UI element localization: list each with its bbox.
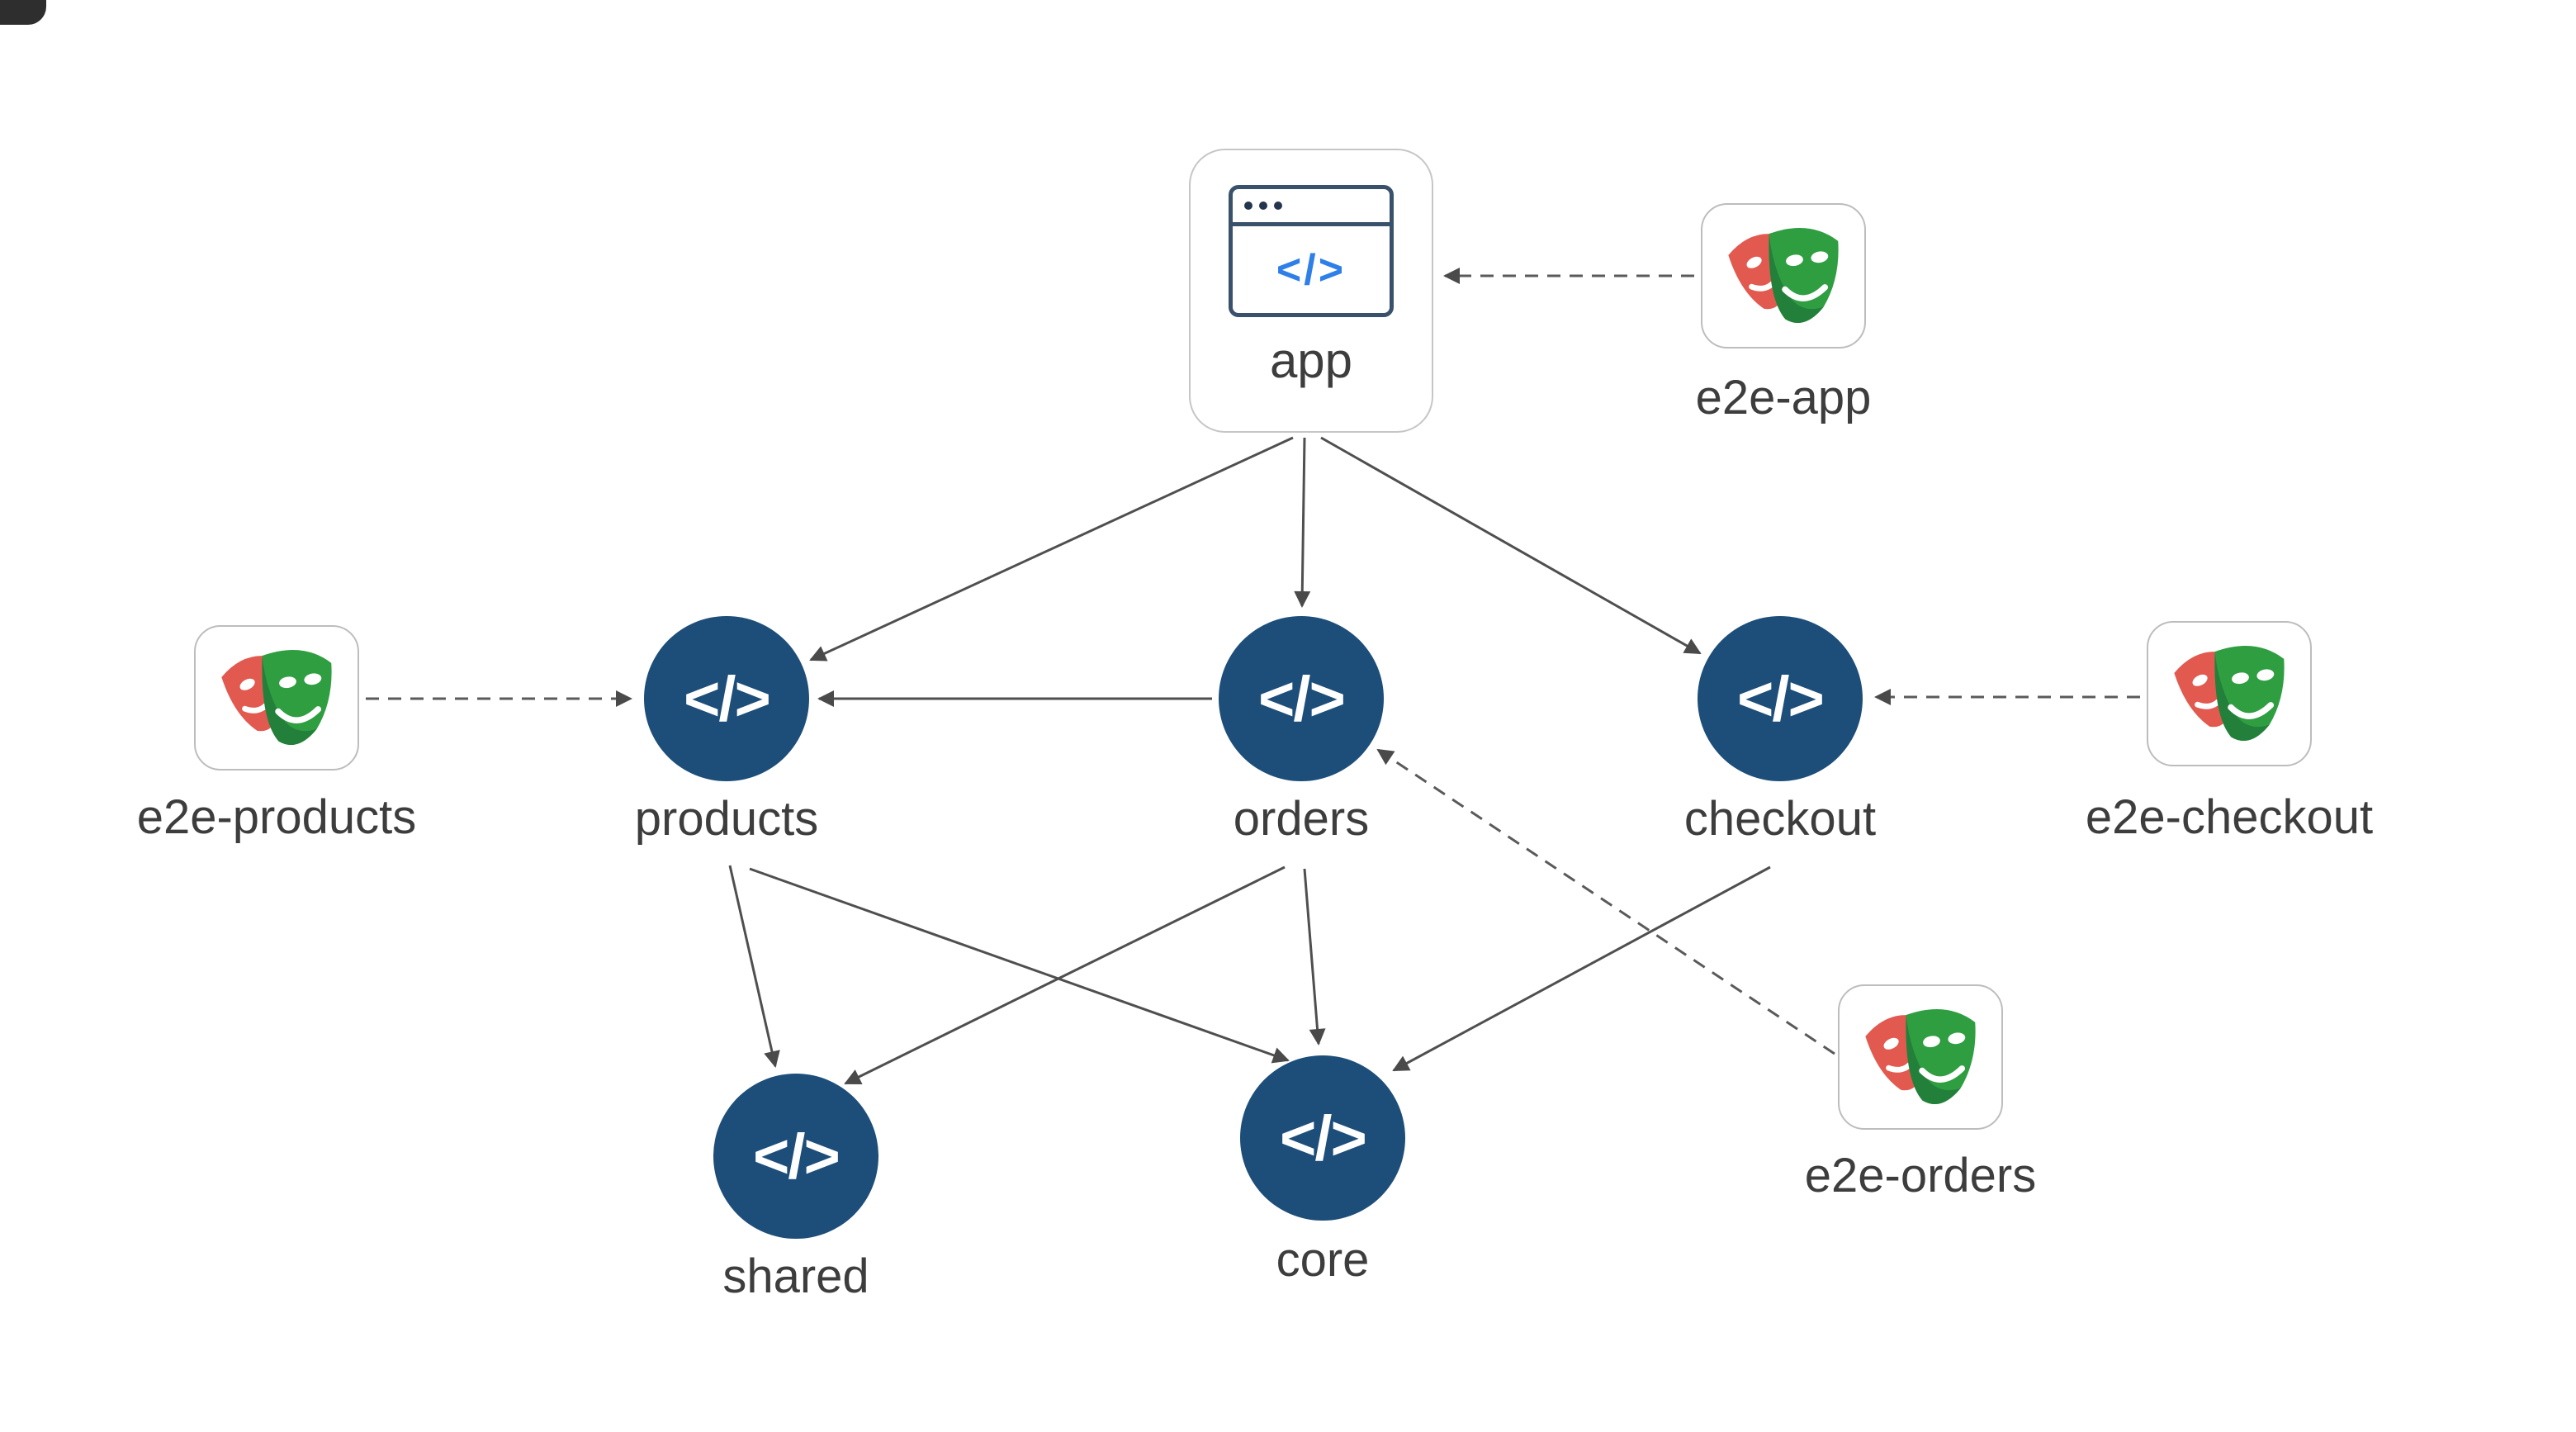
browser-dot-icon: [1244, 202, 1252, 210]
node-e2e-checkout[interactable]: [2147, 621, 2312, 766]
browser-window-icon: </>: [1229, 185, 1394, 317]
edge-orders-to-shared: [844, 865, 1286, 1085]
node-e2e-products-label: e2e-products: [136, 790, 417, 844]
node-shared-label: shared: [722, 1249, 869, 1303]
edge-app-to-products: [809, 436, 1294, 661]
node-products[interactable]: </>: [644, 616, 809, 781]
browser-toolbar: [1233, 189, 1390, 226]
code-icon: </>: [1258, 663, 1346, 734]
code-icon: </>: [1737, 663, 1825, 734]
playwright-masks-icon: [221, 649, 332, 745]
code-icon: </>: [1280, 1102, 1367, 1174]
node-e2e-products[interactable]: [194, 625, 359, 771]
node-shared[interactable]: </>: [713, 1074, 878, 1239]
playwright-masks-icon: [2174, 645, 2285, 741]
screen-corner-artifact: [0, 0, 46, 25]
edge-e2e-orders-to-orders: [1376, 748, 1835, 1055]
edge-checkout-to-core: [1392, 865, 1771, 1072]
edge-orders-to-core: [1303, 868, 1326, 1046]
node-app[interactable]: </> app: [1189, 149, 1433, 433]
node-e2e-orders[interactable]: [1838, 984, 2003, 1130]
playwright-masks-icon: [1865, 1008, 1976, 1104]
node-core-label: core: [1276, 1233, 1370, 1287]
code-icon: </>: [753, 1121, 841, 1192]
node-orders[interactable]: </>: [1219, 616, 1384, 781]
edge-app-to-orders: [1294, 437, 1311, 608]
edge-products-to-core: [749, 867, 1290, 1064]
node-checkout-label: checkout: [1683, 792, 1877, 846]
node-products-label: products: [634, 792, 819, 846]
edge-products-to-shared: [728, 865, 780, 1068]
browser-content: </>: [1233, 226, 1390, 313]
browser-dot-icon: [1259, 202, 1267, 210]
node-e2e-app-label: e2e-app: [1695, 371, 1872, 424]
code-icon: </>: [684, 663, 771, 734]
browser-dot-icon: [1274, 202, 1282, 210]
node-e2e-orders-label: e2e-orders: [1804, 1149, 2037, 1202]
edge-app-to-checkout: [1320, 436, 1702, 655]
node-e2e-checkout-label: e2e-checkout: [2085, 790, 2374, 844]
playwright-masks-icon: [1728, 227, 1839, 323]
node-app-label: app: [1269, 333, 1353, 388]
node-e2e-app[interactable]: [1701, 203, 1866, 349]
node-orders-label: orders: [1233, 792, 1370, 846]
code-icon: </>: [1276, 245, 1347, 294]
node-checkout[interactable]: </>: [1698, 616, 1863, 781]
node-core[interactable]: </>: [1240, 1055, 1405, 1221]
